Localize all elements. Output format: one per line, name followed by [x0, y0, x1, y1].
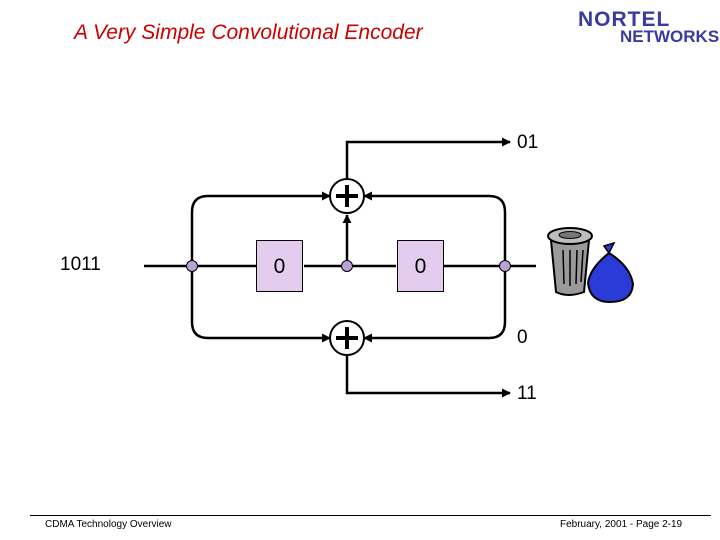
input-bits-label: 1011: [60, 254, 101, 275]
footer-divider: [30, 515, 711, 516]
bottom-adder-output: [345, 355, 511, 398]
right-tap-bottom: [363, 266, 507, 343]
bottom-output-bit-label: 0: [517, 327, 528, 348]
top-adder-output: [345, 137, 511, 180]
tap-dot-left: [186, 260, 198, 272]
top-adder: [329, 178, 365, 214]
trash-can-icon: [547, 227, 593, 296]
left-tap-bottom: [190, 266, 331, 343]
shift-register-1: 0: [256, 240, 303, 292]
logo-line-2: NETWORKS: [620, 27, 720, 46]
footer-right: February, 2001 - Page 2-19: [560, 519, 683, 530]
tap-dot-right: [499, 260, 511, 272]
logo-line-1: NORTEL: [578, 8, 671, 31]
garbage-bag-icon: [586, 241, 635, 304]
shift-register-2: 0: [397, 240, 444, 292]
top-output-label: 01: [517, 132, 539, 153]
slide-title: A Very Simple Convolutional Encoder: [74, 21, 423, 44]
footer-left: CDMA Technology Overview: [45, 519, 172, 530]
right-tap-top: [363, 191, 507, 266]
nortel-networks-logo: NORTEL NETWORKS: [578, 8, 719, 52]
tap-dot-middle: [341, 260, 353, 272]
bottom-adder: [329, 320, 365, 356]
left-tap-top: [190, 191, 331, 266]
bottom-output-label: 11: [517, 383, 537, 404]
